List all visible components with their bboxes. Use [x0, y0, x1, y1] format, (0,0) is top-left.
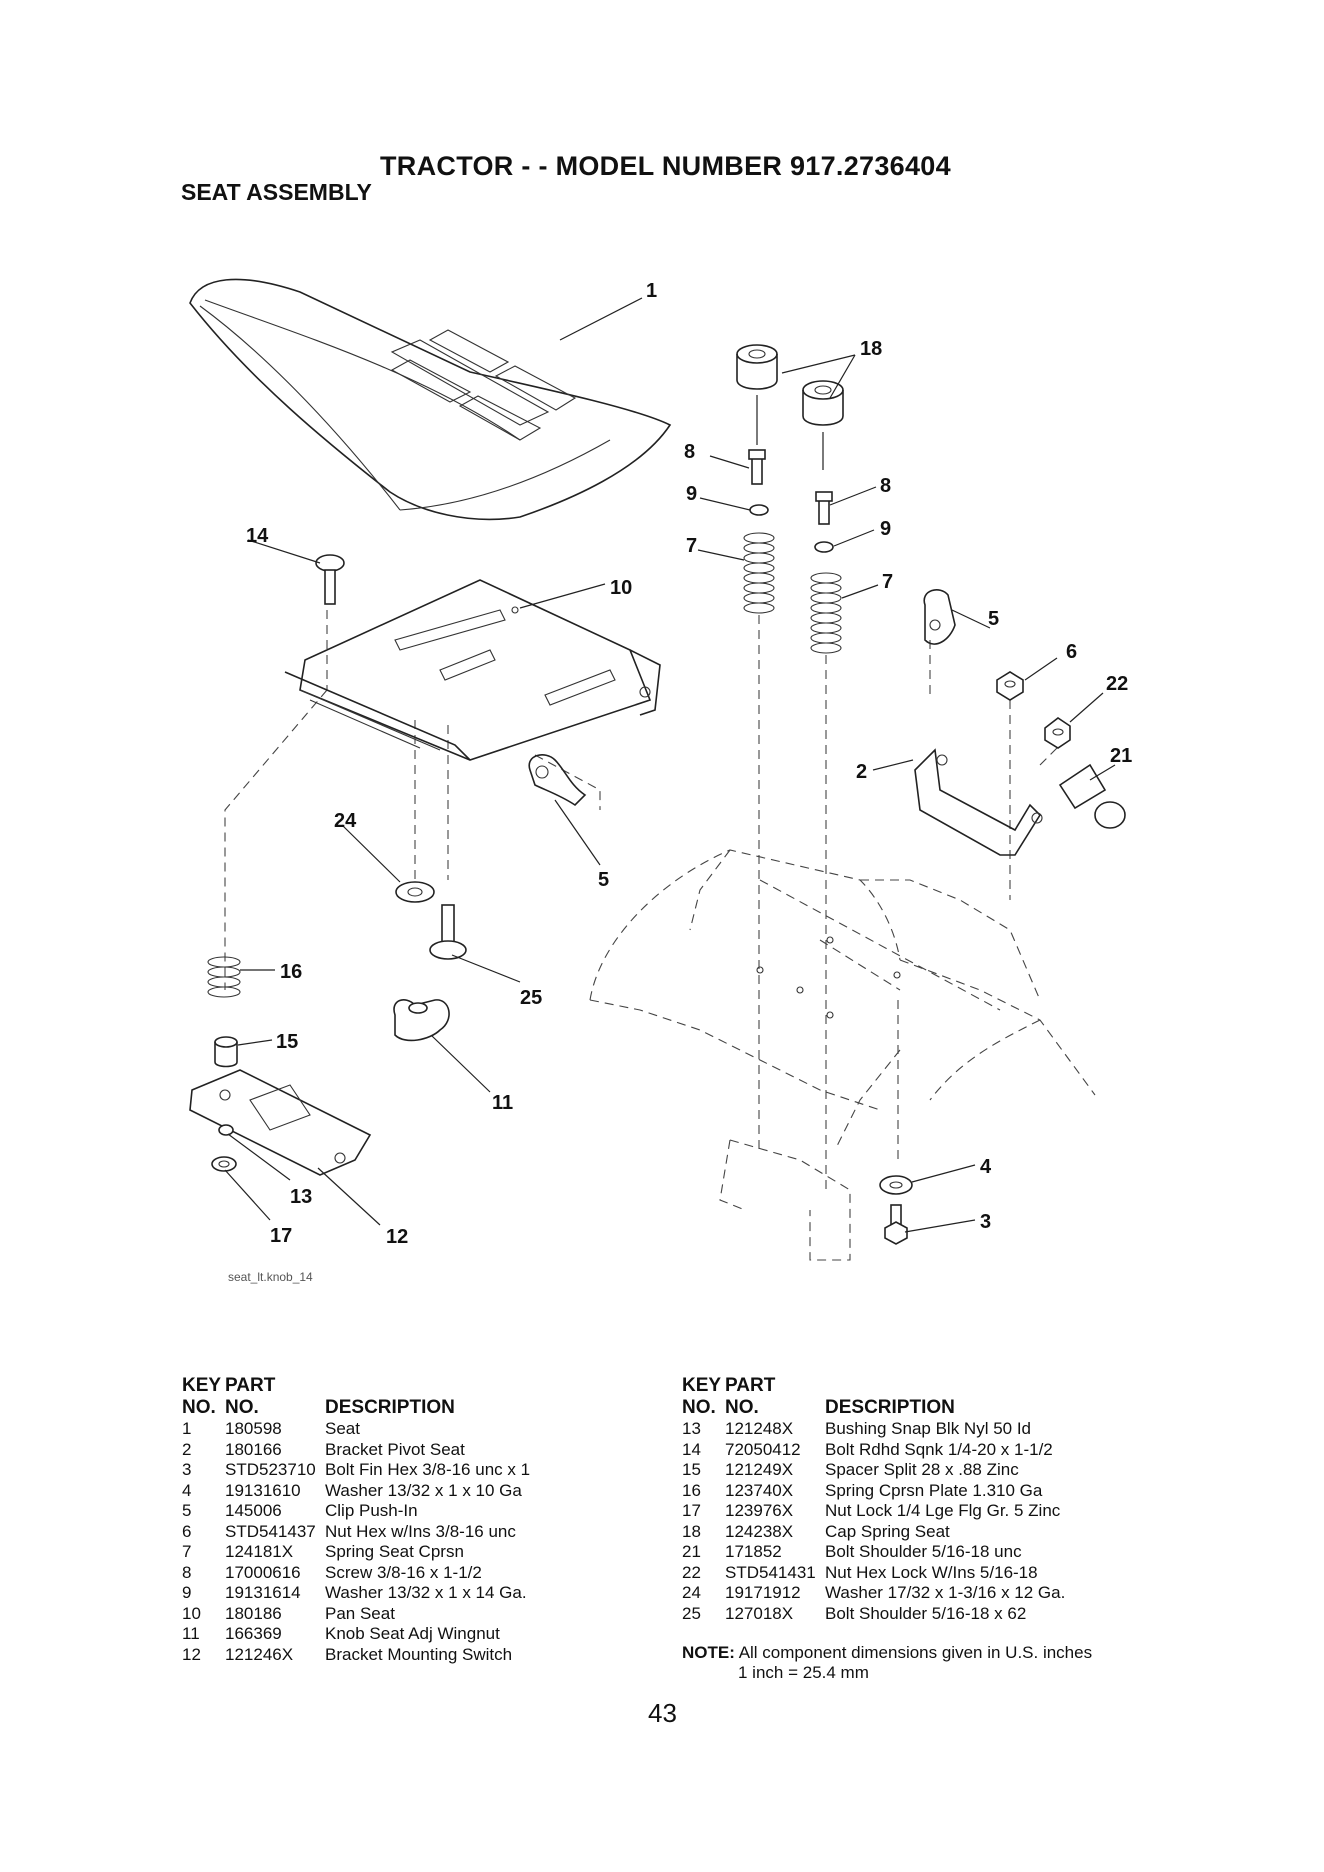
callout-8-left: 8 — [684, 441, 695, 463]
pivot-bracket-part — [914, 748, 1043, 856]
header-key-line2: NO. — [682, 1397, 716, 1418]
callout-10: 10 — [610, 577, 632, 599]
hex-bolt-3-part — [884, 1204, 908, 1245]
callout-9-right: 9 — [880, 518, 891, 540]
callout-5-upper: 5 — [988, 608, 999, 630]
callout-numbers: 1 18 8 9 7 8 9 7 14 10 5 6 22 21 2 24 5 … — [246, 280, 1132, 1248]
header-part-line1: PART — [725, 1375, 776, 1396]
lock-nut-22-part — [1044, 717, 1071, 749]
callout-14: 14 — [246, 525, 269, 547]
clip-part-upper — [923, 589, 956, 645]
callout-7-right: 7 — [882, 571, 893, 593]
callout-13: 13 — [290, 1186, 312, 1208]
callout-4: 4 — [980, 1156, 992, 1178]
knob-wingnut-part — [393, 999, 450, 1042]
callout-25: 25 — [520, 987, 542, 1009]
spring-stack-right — [810, 432, 842, 654]
hex-nut-6-part — [996, 671, 1024, 701]
callout-9-left: 9 — [686, 483, 697, 505]
bushing-nut-part — [211, 1124, 237, 1172]
diagram-caption: seat_lt.knob_14 — [228, 1270, 313, 1284]
callout-5-lower: 5 — [598, 869, 609, 891]
header-description: DESCRIPTION — [325, 1397, 455, 1418]
washer-4-part — [879, 1175, 913, 1195]
seat-pan-part — [284, 579, 661, 761]
header-key-line2: NO. — [182, 1397, 216, 1418]
callout-17: 17 — [270, 1225, 292, 1247]
note-text: All component dimensions given in U.S. i… — [738, 1643, 1093, 1662]
header-key-line1: KEY — [682, 1375, 722, 1396]
leader-lines — [224, 297, 1116, 1233]
callout-6: 6 — [1066, 641, 1077, 663]
shoulder-bolt-25-part — [429, 904, 467, 960]
plate-spring-part — [207, 956, 241, 998]
clip-part-lower — [528, 754, 587, 807]
spring-stack-left — [743, 395, 775, 614]
callout-8-right: 8 — [880, 475, 891, 497]
carriage-bolt-part — [315, 554, 345, 605]
callout-21: 21 — [1110, 745, 1132, 767]
callout-7-left: 7 — [686, 535, 697, 557]
callout-1: 1 — [646, 280, 657, 302]
header-description: DESCRIPTION — [825, 1397, 955, 1418]
callout-24: 24 — [334, 810, 357, 832]
note-label: NOTE: — [682, 1643, 735, 1662]
spring-cap-part — [736, 344, 844, 426]
callout-22: 22 — [1106, 673, 1128, 695]
spacer-part — [214, 1036, 238, 1068]
assembly-lines — [224, 610, 1071, 1190]
shoulder-bolt-21-part — [1058, 763, 1126, 829]
exploded-parts-diagram: 1 18 8 9 7 8 9 7 14 10 5 6 22 21 2 24 5 … — [189, 278, 1132, 1284]
callout-12: 12 — [386, 1226, 408, 1248]
tractor-frame-outline — [589, 849, 1096, 1261]
section-title: SEAT ASSEMBLY — [181, 179, 372, 205]
header-part-line2: NO. — [725, 1397, 759, 1418]
header-part-line2: NO. — [225, 1397, 259, 1418]
header-part-line1: PART — [225, 1375, 276, 1396]
callout-18: 18 — [860, 338, 882, 360]
page-number: 43 — [648, 1698, 677, 1728]
callout-3: 3 — [980, 1211, 991, 1233]
callout-15: 15 — [276, 1031, 298, 1053]
switch-bracket-part — [189, 1069, 372, 1176]
callout-11: 11 — [492, 1092, 513, 1114]
header-key-line1: KEY — [182, 1375, 222, 1396]
note-conversion: 1 inch = 25.4 mm — [738, 1663, 869, 1682]
callout-16: 16 — [280, 961, 302, 983]
page-title: TRACTOR - - MODEL NUMBER 917.2736404 — [380, 151, 951, 181]
washer-24-part — [395, 881, 435, 903]
dimension-note: NOTE: All component dimensions given in … — [682, 1643, 1092, 1663]
callout-2: 2 — [856, 761, 867, 783]
seat-part — [189, 278, 672, 521]
